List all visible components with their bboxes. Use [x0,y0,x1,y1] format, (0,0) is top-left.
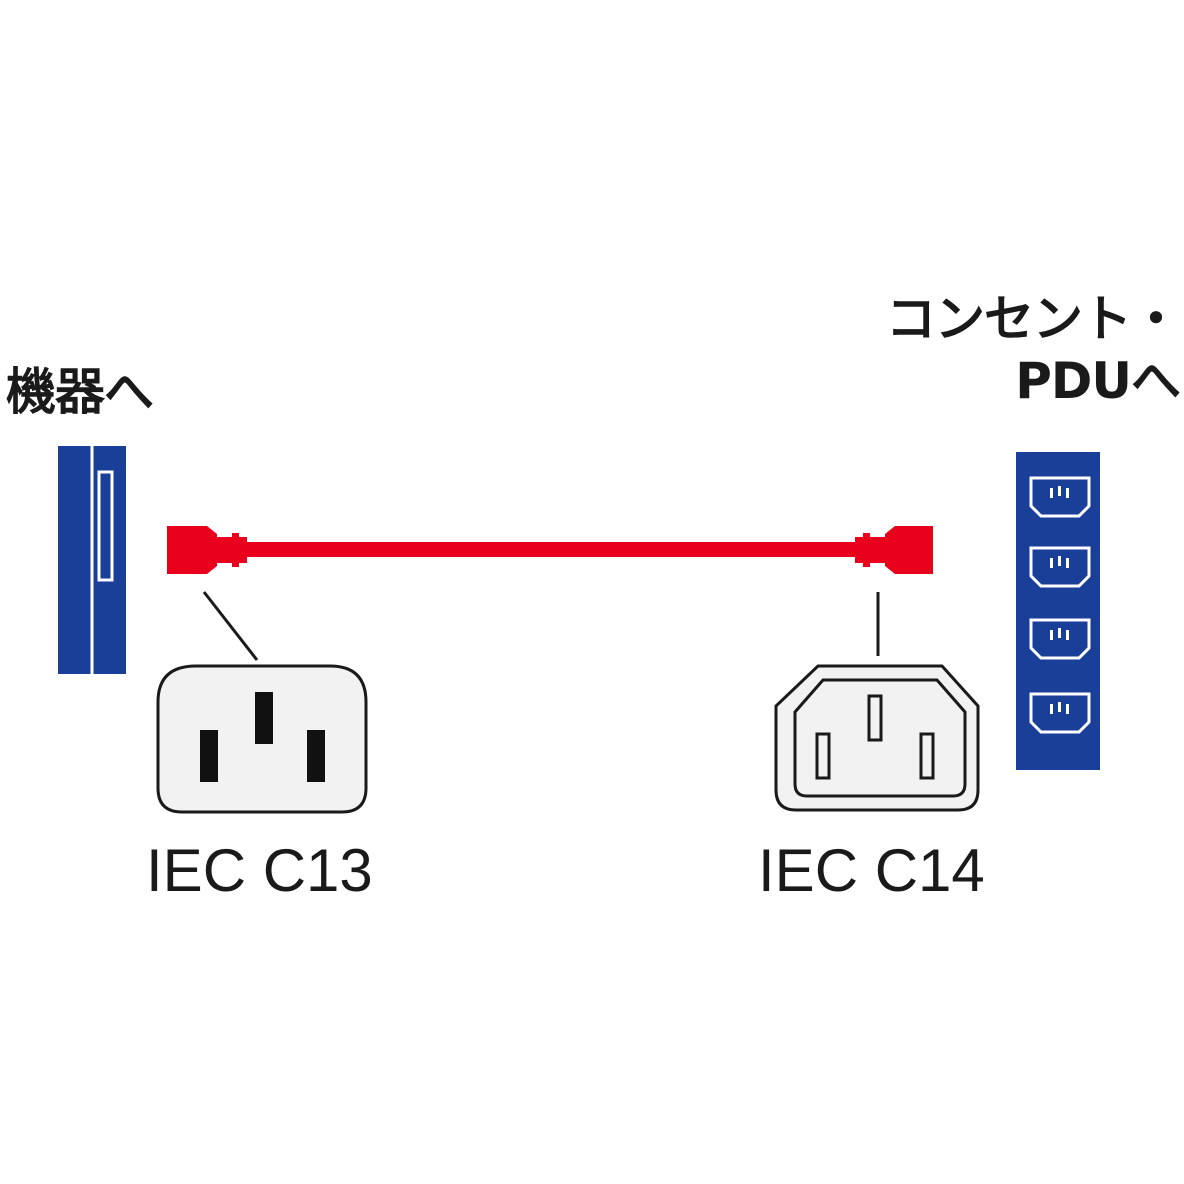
iec-c14-inlet-icon [774,664,980,812]
outlet-label-line1: コンセント・ [886,290,1181,348]
cable-cord [246,542,858,557]
outlet-label-line2: PDUへ [1015,352,1181,410]
device-label: 機器へ [6,363,154,421]
c14-label: IEC C14 [758,837,985,904]
power-cable [167,526,933,574]
pdu-outlet [1029,692,1091,734]
c14-plug-head [885,526,933,574]
c13-plug-head [167,526,217,574]
c13-label: IEC C13 [146,837,373,904]
pdu-outlet [1029,618,1091,660]
outlet-pdu-label: コンセント・ PDUへ [886,288,1181,412]
pdu-outlet [1029,546,1091,588]
device-panel-icon [58,446,126,674]
pdu-outlet [1029,476,1091,518]
c13-leader-line [202,591,259,661]
iec-c13-connector-icon [156,664,368,814]
pdu-strip-icon [1016,452,1100,770]
